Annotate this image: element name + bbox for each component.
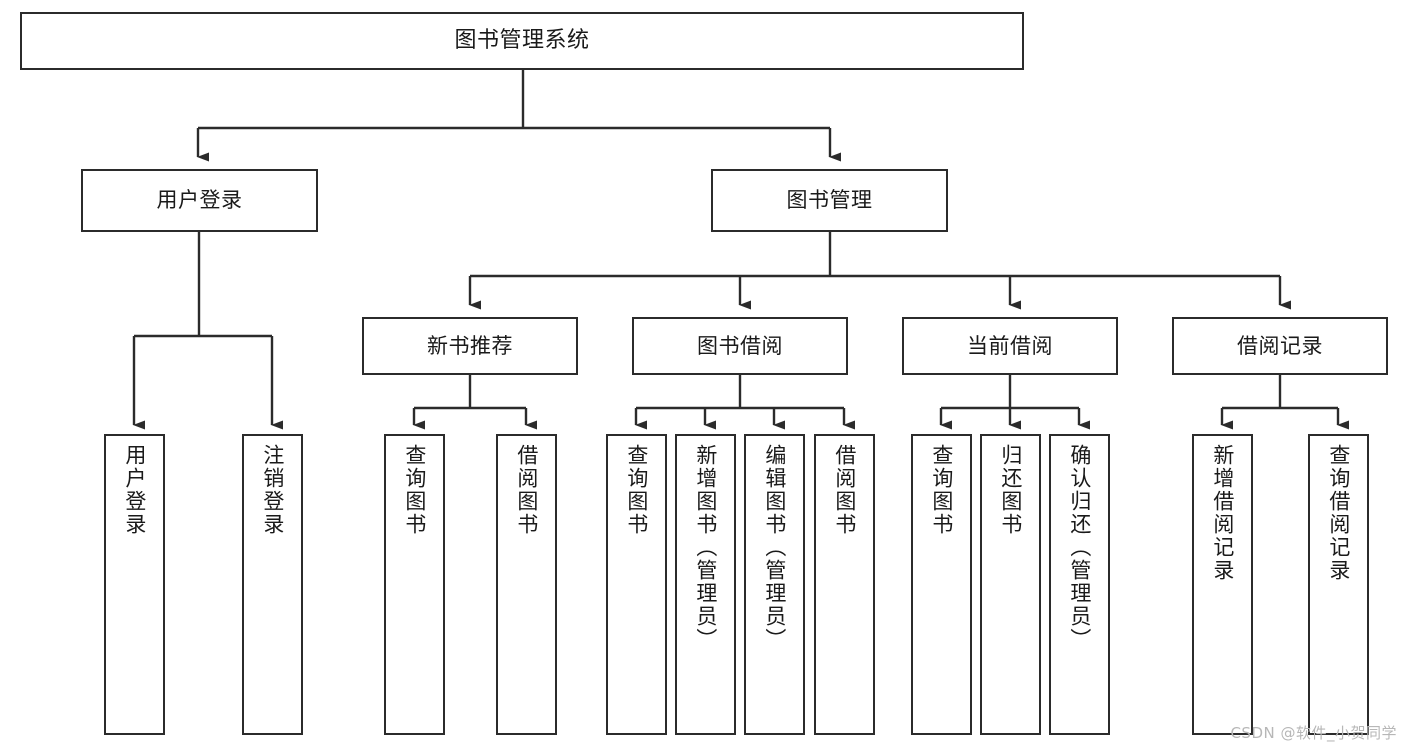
node-label: 用户登录 bbox=[122, 444, 147, 536]
node-label: 当前借阅 bbox=[967, 333, 1053, 358]
node-label: 借阅图书 bbox=[514, 444, 539, 536]
leaf-borrow-book[interactable]: 借阅图书 bbox=[814, 434, 875, 735]
leaf-query-book-recommend[interactable]: 查询图书 bbox=[384, 434, 445, 735]
node-label: 归还图书 bbox=[998, 444, 1023, 536]
node-borrow-record[interactable]: 借阅记录 bbox=[1172, 317, 1388, 375]
node-label: 注销登录 bbox=[260, 444, 285, 536]
node-label: 新增借阅记录 bbox=[1210, 444, 1235, 582]
node-label: 查询图书 bbox=[929, 444, 954, 536]
leaf-return-book[interactable]: 归还图书 bbox=[980, 434, 1041, 735]
leaf-query-book-borrow[interactable]: 查询图书 bbox=[606, 434, 667, 735]
node-label: 借阅图书 bbox=[832, 444, 857, 536]
leaf-confirm-return-admin[interactable]: 确认归还（管理员） bbox=[1049, 434, 1110, 735]
node-label: 用户登录 bbox=[156, 188, 243, 212]
node-label: 新书推荐 bbox=[427, 333, 513, 358]
node-label: 借阅记录 bbox=[1237, 333, 1323, 358]
leaf-user-logout[interactable]: 注销登录 bbox=[242, 434, 303, 735]
node-label: 图书管理系统 bbox=[454, 28, 590, 53]
leaf-borrow-book-recommend[interactable]: 借阅图书 bbox=[496, 434, 557, 735]
node-label: 确认归还（管理员） bbox=[1067, 444, 1092, 651]
node-user-login[interactable]: 用户登录 bbox=[81, 169, 318, 232]
node-label: 查询借阅记录 bbox=[1326, 444, 1351, 582]
leaf-query-book-current[interactable]: 查询图书 bbox=[911, 434, 972, 735]
leaf-user-login[interactable]: 用户登录 bbox=[104, 434, 165, 735]
leaf-add-borrow-record[interactable]: 新增借阅记录 bbox=[1192, 434, 1253, 735]
node-label: 图书借阅 bbox=[697, 333, 783, 358]
node-label: 图书管理 bbox=[786, 188, 873, 212]
node-label: 查询图书 bbox=[402, 444, 427, 536]
node-book-borrow[interactable]: 图书借阅 bbox=[632, 317, 848, 375]
node-current-borrow[interactable]: 当前借阅 bbox=[902, 317, 1118, 375]
node-label: 编辑图书（管理员） bbox=[762, 444, 787, 651]
node-label: 新增图书（管理员） bbox=[693, 444, 718, 651]
node-book-management[interactable]: 图书管理 bbox=[711, 169, 948, 232]
watermark: CSDN @软件_小贺同学 bbox=[1230, 724, 1397, 742]
node-new-book-recommend[interactable]: 新书推荐 bbox=[362, 317, 578, 375]
leaf-query-borrow-record[interactable]: 查询借阅记录 bbox=[1308, 434, 1369, 735]
leaf-add-book-admin[interactable]: 新增图书（管理员） bbox=[675, 434, 736, 735]
node-root-book-management-system[interactable]: 图书管理系统 bbox=[20, 12, 1024, 70]
leaf-edit-book-admin[interactable]: 编辑图书（管理员） bbox=[744, 434, 805, 735]
node-label: 查询图书 bbox=[624, 444, 649, 536]
